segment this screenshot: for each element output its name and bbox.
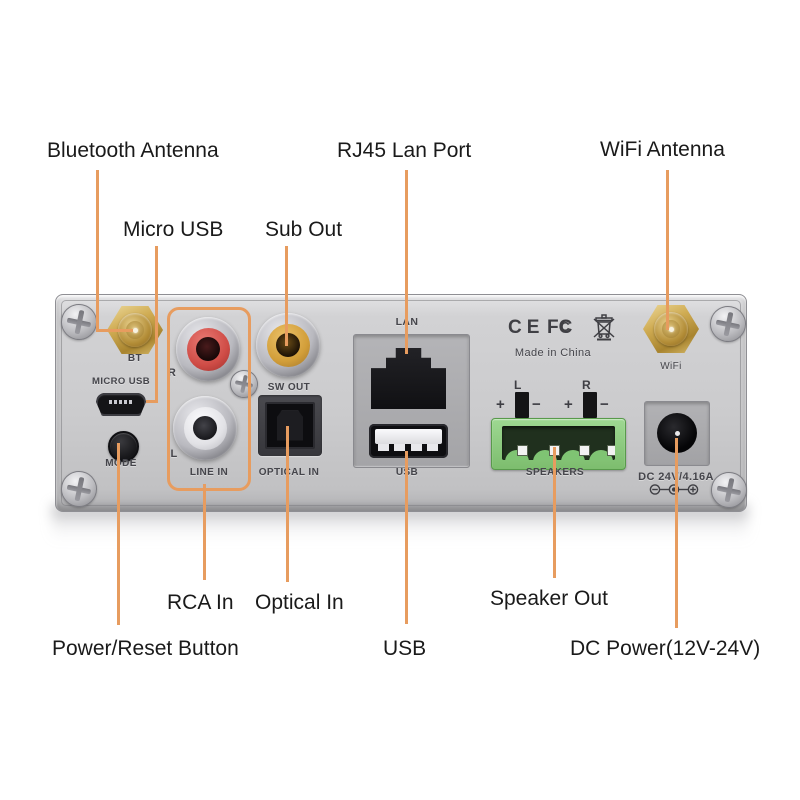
usb-port <box>369 424 448 458</box>
antenna-core <box>126 321 144 339</box>
speaker-right-key-tab <box>583 392 597 418</box>
rca-r-label: R <box>167 367 177 379</box>
terminal-pin-base <box>533 450 557 460</box>
rca-white-hole <box>193 416 217 440</box>
antenna-pin <box>668 326 674 332</box>
made-in-china-label: Made in China <box>514 347 592 359</box>
device-rear-panel: BT MICRO USB MODE R L LINE IN SW OUT OPT… <box>55 294 751 512</box>
terminal-pin <box>607 445 615 456</box>
rca-l-label: L <box>170 448 178 460</box>
speaker-minus-mark: − <box>532 396 541 413</box>
usb-tongue <box>375 429 442 444</box>
terminal-socket <box>502 426 615 460</box>
leader-usb <box>405 451 408 624</box>
screw-top-right <box>706 302 750 346</box>
fcc-letter: C <box>558 317 573 338</box>
rca-jack-red <box>176 317 240 381</box>
rca-red-ring <box>186 327 230 371</box>
rca-red-hole <box>196 337 220 361</box>
micro-usb-port-label: MICRO USB <box>92 376 150 387</box>
rca-jack-yellow-sub-out <box>256 313 320 377</box>
dc-center-pin <box>674 430 680 436</box>
leader-power-reset <box>117 443 120 625</box>
leader-wifi <box>666 170 669 330</box>
callout-speaker-out: Speaker Out <box>490 587 608 610</box>
optical-in-label: OPTICAL IN <box>258 467 320 478</box>
callout-rca-in: RCA In <box>167 591 234 614</box>
leader-speaker-out <box>553 447 556 578</box>
dc-power-recess <box>644 401 710 466</box>
mode-button <box>108 431 139 462</box>
screw-top-left <box>57 300 101 344</box>
fcc-logo: FCC <box>547 317 572 339</box>
antenna-core <box>662 320 680 338</box>
callout-usb: USB <box>383 637 427 660</box>
terminal-pin-base <box>589 450 613 460</box>
toslink-shape <box>277 410 303 441</box>
callout-bluetooth-antenna: Bluetooth Antenna <box>47 139 219 162</box>
leader-sub-out <box>285 246 288 346</box>
antenna-pin <box>132 327 138 333</box>
sw-out-label: SW OUT <box>267 382 311 393</box>
callout-rj45-lan-port: RJ45 Lan Port <box>337 139 472 162</box>
weee-bin-icon <box>592 313 616 341</box>
wifi-antenna-connector <box>643 305 699 353</box>
callout-micro-usb: Micro USB <box>123 218 224 241</box>
micro-usb-port <box>96 393 146 416</box>
leader-rca-in <box>203 484 206 580</box>
line-in-label: LINE IN <box>189 467 229 478</box>
bt-port-label: BT <box>127 353 143 364</box>
usb-pin-tab <box>427 444 438 451</box>
dc-polarity-icon <box>648 483 700 496</box>
wifi-port-label: WiFi <box>660 361 682 372</box>
leader-micro-usb-vertical <box>155 246 158 403</box>
speaker-left-label: L <box>514 378 522 392</box>
rca-white-ring <box>183 406 227 450</box>
callout-dc-power: DC Power(12V-24V) <box>570 637 761 660</box>
screw-bottom-left <box>57 467 101 511</box>
terminal-pin-base <box>561 450 585 460</box>
leader-micro-usb-horizontal <box>146 400 158 403</box>
callout-power-reset-button: Power/Reset Button <box>52 637 239 660</box>
usb-pin-tab <box>378 444 389 451</box>
mode-label: MODE <box>105 458 137 469</box>
usb-pin-tab <box>411 444 422 451</box>
leader-bluetooth-horizontal <box>96 329 133 332</box>
terminal-pin <box>579 445 590 456</box>
optical-in-port <box>258 395 322 456</box>
rca-yellow-hole <box>276 333 300 357</box>
speaker-left-key-tab <box>515 392 529 418</box>
rca-yellow-ring <box>266 323 310 367</box>
speaker-terminal-block <box>491 418 626 470</box>
speaker-minus-mark: − <box>600 396 609 413</box>
speaker-plus-mark: + <box>496 396 505 413</box>
leader-bluetooth-vertical <box>96 170 99 331</box>
speaker-right-label: R <box>582 378 591 392</box>
rca-jack-white <box>173 396 237 460</box>
leader-optical-in <box>286 426 289 582</box>
callout-wifi-antenna: WiFi Antenna <box>600 138 725 161</box>
line-in-highlight-box <box>167 307 251 491</box>
callout-sub-out: Sub Out <box>265 218 343 241</box>
ce-mark: CE <box>508 317 545 338</box>
leader-rj45 <box>405 170 408 354</box>
fcc-letter: C <box>560 319 570 334</box>
antenna-ring <box>654 312 688 346</box>
terminal-pin <box>517 445 528 456</box>
usb-pin-tab <box>394 444 405 451</box>
speaker-plus-mark: + <box>564 396 573 413</box>
fcc-letter: F <box>547 317 559 338</box>
optical-inner <box>265 402 315 449</box>
leader-dc-power <box>675 438 678 628</box>
callout-optical-in: Optical In <box>255 591 344 614</box>
